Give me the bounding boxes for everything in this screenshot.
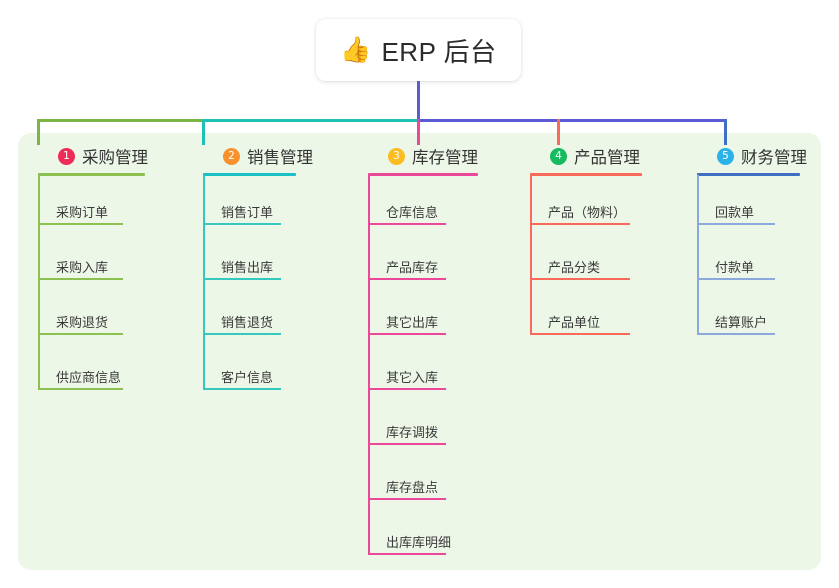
leaf-item[interactable]: 库存盘点 [386,480,439,495]
leaf-item-rule [368,388,446,390]
leaf-item[interactable]: 仓库信息 [386,205,439,220]
branch-number-badge: 2 [223,147,240,165]
leaf-item-rule [368,223,446,225]
trunk-line [416,81,420,121]
branch-drop-line-3 [417,119,420,145]
leaf-item[interactable]: 库存调拨 [386,425,439,440]
leaf-item[interactable]: 采购退货 [56,315,109,330]
leaf-item[interactable]: 供应商信息 [56,370,122,385]
branch-header-5[interactable]: 5 财务管理 [697,143,807,169]
branch-title: 库存管理 [412,149,478,167]
leaf-item-rule [38,388,123,390]
leaf-item-rule [697,278,775,280]
leaf-item[interactable]: 产品单位 [548,315,601,330]
leaf-item-rule [368,443,446,445]
branch-spine [203,175,205,388]
leaf-item-rule [203,278,281,280]
branch-title: 产品管理 [574,149,640,167]
branch-column-1: 1 采购管理 [38,143,148,169]
leaf-item-rule [203,223,281,225]
branch-header-rule [530,173,642,176]
bus-segment-3 [418,119,726,122]
leaf-item[interactable]: 采购订单 [56,205,109,220]
bus-segment-1 [37,119,203,122]
branch-drop-line-1 [37,119,40,145]
leaf-item-rule [38,223,123,225]
branch-header-2[interactable]: 2 销售管理 [203,143,313,169]
branch-header-rule [697,173,800,176]
leaf-item[interactable]: 产品分类 [548,260,601,275]
leaf-item-rule [38,278,123,280]
leaf-item[interactable]: 销售退货 [221,315,274,330]
leaf-item-rule [368,498,446,500]
branch-column-3: 3 库存管理 [368,143,478,169]
root-node[interactable]: 👍 ERP 后台 [316,19,521,81]
leaf-item[interactable]: 出库库明细 [386,535,452,550]
leaf-item-rule [203,333,281,335]
leaf-item-rule [530,223,630,225]
leaf-item[interactable]: 结算账户 [715,315,768,330]
branch-header-rule [203,173,296,176]
leaf-item[interactable]: 销售订单 [221,205,274,220]
leaf-item[interactable]: 回款单 [715,205,755,220]
branch-column-5: 5 财务管理 [697,143,807,169]
leaf-item[interactable]: 产品库存 [386,260,439,275]
branch-drop-line-2 [202,119,205,145]
branch-title: 销售管理 [247,149,313,167]
leaf-item-rule [530,333,630,335]
branch-header-4[interactable]: 4 产品管理 [530,143,640,169]
leaf-item-rule [368,553,446,555]
branch-number-badge: 5 [717,147,734,165]
leaf-item-rule [530,278,630,280]
leaf-item-rule [203,388,281,390]
leaf-item[interactable]: 其它出库 [386,315,439,330]
branch-spine [368,175,370,553]
leaf-item[interactable]: 付款单 [715,260,755,275]
branch-column-2: 2 销售管理 [203,143,313,169]
diagram-panel [18,133,821,570]
thumbs-up-icon: 👍 [340,35,372,64]
leaf-item-rule [368,333,446,335]
branch-drop-line-5 [724,119,727,145]
branch-number-badge: 3 [388,147,405,165]
branch-number-badge: 1 [58,147,75,165]
leaf-item[interactable]: 其它入库 [386,370,439,385]
leaf-item[interactable]: 客户信息 [221,370,274,385]
branch-number-badge: 4 [550,147,567,165]
leaf-item-rule [368,278,446,280]
branch-drop-line-4 [557,119,560,145]
leaf-item[interactable]: 销售出库 [221,260,274,275]
branch-spine [38,175,40,388]
branch-title: 财务管理 [741,149,807,167]
leaf-item[interactable]: 采购入库 [56,260,109,275]
leaf-item[interactable]: 产品（物料） [548,205,627,220]
branch-title: 采购管理 [82,149,148,167]
branch-header-rule [368,173,478,176]
branch-header-3[interactable]: 3 库存管理 [368,143,478,169]
leaf-item-rule [697,223,775,225]
branch-spine [697,175,699,333]
branch-header-rule [38,173,145,176]
leaf-item-rule [38,333,123,335]
leaf-item-rule [697,333,775,335]
branch-spine [530,175,532,333]
bus-segment-2 [203,119,420,122]
root-title: ERP 后台 [381,36,497,67]
branch-header-1[interactable]: 1 采购管理 [38,143,148,169]
branch-column-4: 4 产品管理 [530,143,640,169]
